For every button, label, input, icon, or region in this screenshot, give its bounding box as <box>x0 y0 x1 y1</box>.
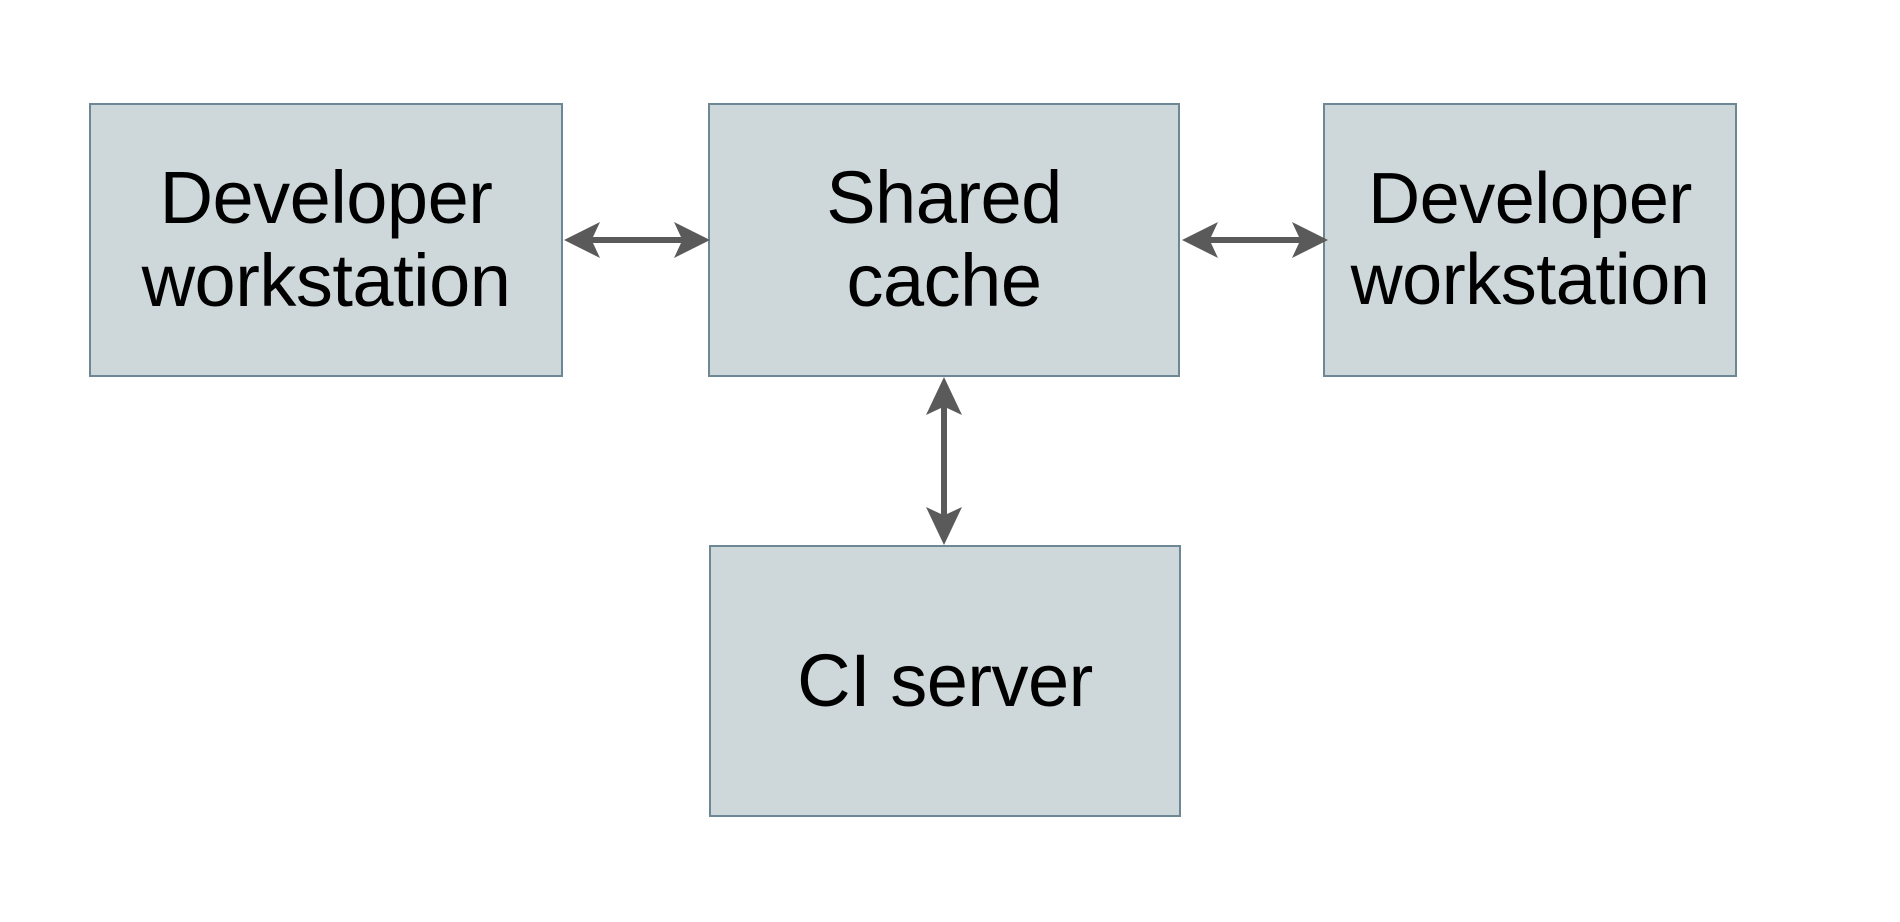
node-shared-cache[interactable]: Shared cache <box>708 103 1180 377</box>
node-label: CI server <box>797 638 1093 722</box>
node-developer-workstation-left[interactable]: Developer workstation <box>89 103 563 377</box>
edge-shared-cache-to-ci-server <box>926 377 962 545</box>
double-headed-arrow-icon <box>926 377 962 545</box>
node-developer-workstation-right[interactable]: Developer workstation <box>1323 103 1737 377</box>
node-label: Developer workstation <box>141 156 511 322</box>
edge-shared-cache-to-developer-workstation-right <box>1182 222 1328 258</box>
double-headed-arrow-icon <box>564 222 710 258</box>
double-headed-arrow-icon <box>1182 222 1328 258</box>
node-label: Shared cache <box>826 156 1062 322</box>
node-label: Developer workstation <box>1350 159 1710 320</box>
edge-developer-workstation-left-to-shared-cache <box>564 222 710 258</box>
node-ci-server[interactable]: CI server <box>709 545 1181 817</box>
